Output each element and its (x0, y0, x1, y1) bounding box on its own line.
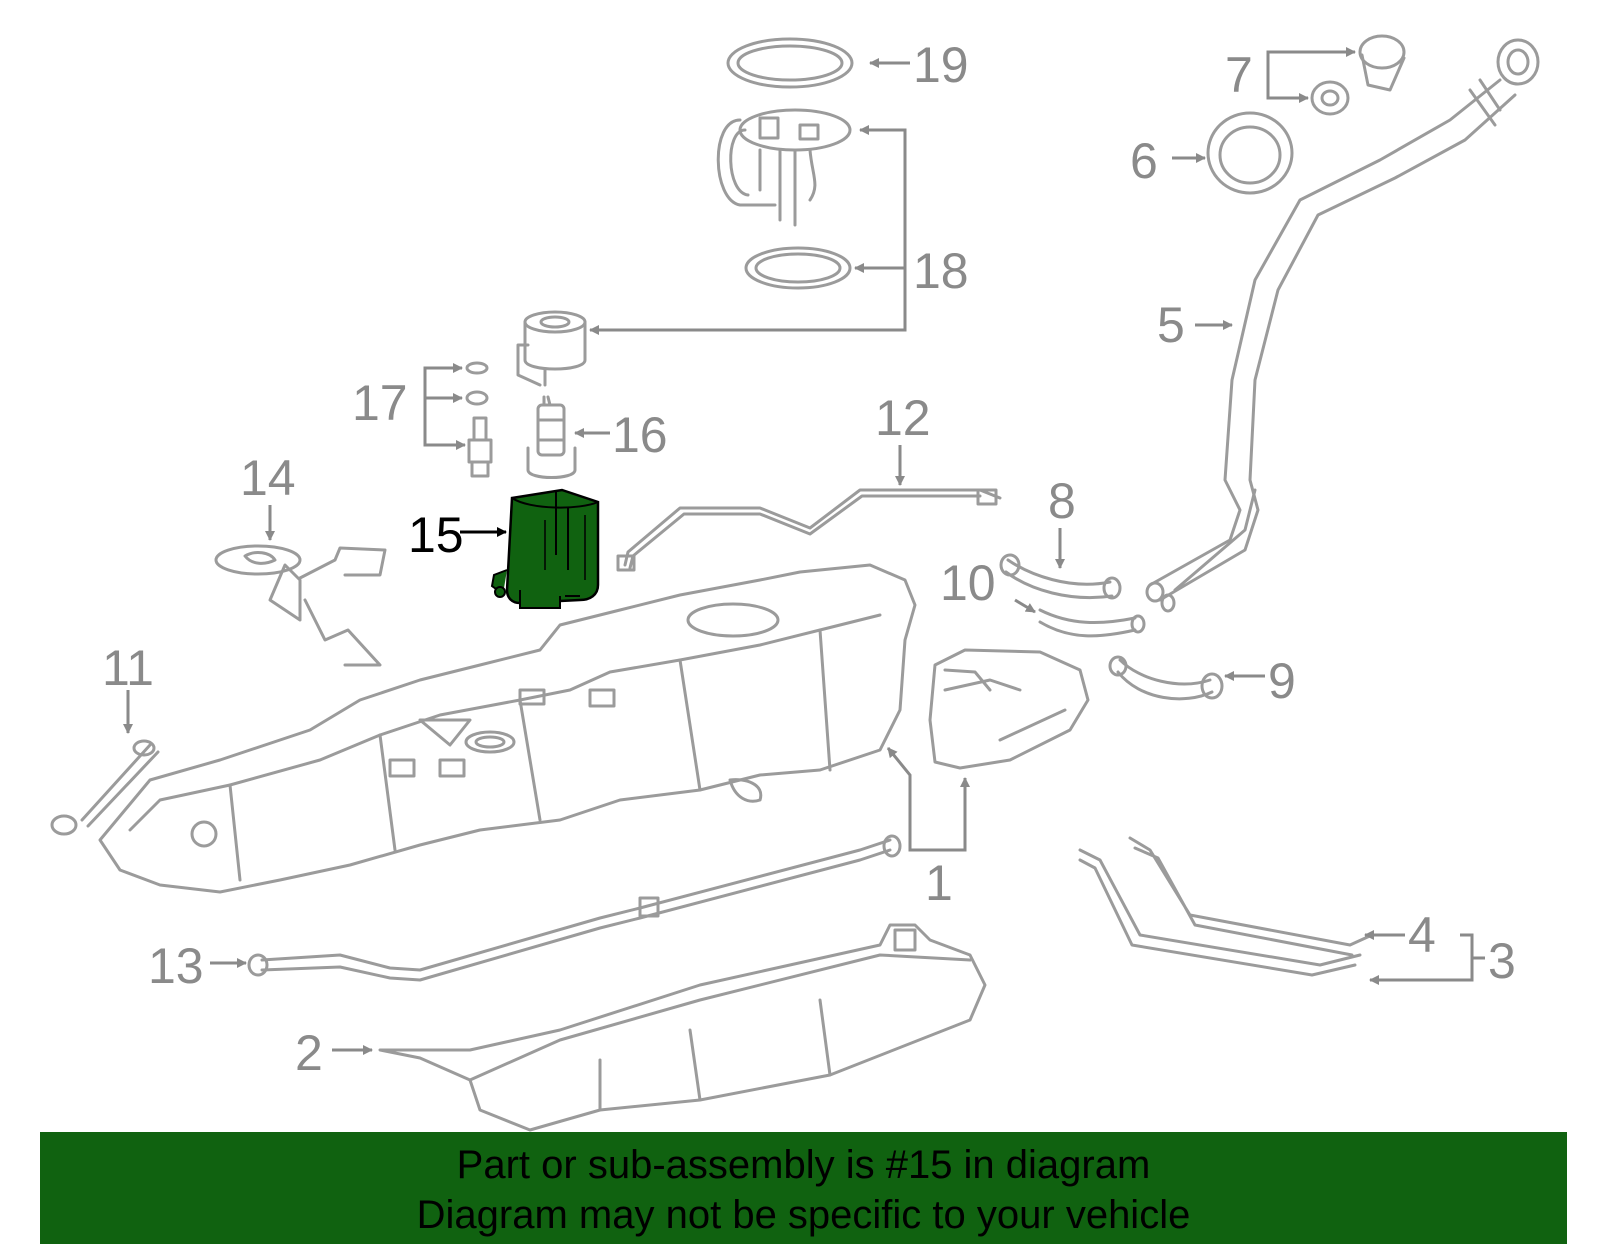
callout-3: 3 (1488, 933, 1516, 989)
part-2-skid-plate (378, 923, 987, 1132)
callout-10: 10 (940, 555, 996, 611)
part-7-cap-seal (1310, 34, 1406, 116)
part-13-line (247, 834, 902, 982)
callout-2: 2 (295, 1025, 323, 1081)
part-18-fuel-pump-assembly (716, 108, 852, 290)
callout-labels: 19 18 17 16 15 14 12 11 10 8 9 5 6 7 1 4… (102, 37, 1516, 1081)
part-1-heat-shield (928, 648, 1090, 770)
callout-7: 7 (1225, 47, 1253, 103)
part-16-pump (526, 395, 577, 479)
callout-16: 16 (612, 407, 668, 463)
callout-17: 17 (352, 375, 408, 431)
part-6-housing (1206, 111, 1294, 195)
part-11-vent-tube (50, 739, 160, 836)
part-18-filter (516, 310, 587, 387)
callout-12: 12 (875, 390, 931, 446)
part-14-sender (214, 544, 387, 667)
callout-6: 6 (1130, 133, 1158, 189)
parts-8-9-10-hoses (999, 553, 1224, 701)
part-19-gasket (726, 37, 854, 89)
callout-1: 1 (925, 855, 953, 911)
callout-15: 15 (408, 507, 464, 563)
callout-19: 19 (913, 37, 969, 93)
part-12-line (616, 488, 1002, 572)
callout-9: 9 (1268, 653, 1296, 709)
leader-lines (123, 47, 1485, 1055)
parts-3-4-straps (1078, 836, 1374, 977)
part-17-orings-sensor (465, 361, 493, 478)
banner-line-1: Part or sub-assembly is #15 in diagram (456, 1143, 1151, 1187)
callout-18: 18 (913, 243, 969, 299)
callout-14: 14 (240, 450, 296, 506)
callout-11: 11 (102, 640, 154, 696)
part-5-filler-pipe (1145, 38, 1540, 613)
info-banner: Part or sub-assembly is #15 in diagram D… (40, 1132, 1567, 1244)
banner-line-2: Diagram may not be specific to your vehi… (416, 1193, 1191, 1237)
part-1-fuel-tank (98, 563, 917, 894)
callout-8: 8 (1048, 473, 1076, 529)
callout-13: 13 (148, 938, 204, 994)
callout-5: 5 (1157, 297, 1185, 353)
callout-4: 4 (1408, 907, 1436, 963)
part-15-highlighted (490, 488, 600, 609)
